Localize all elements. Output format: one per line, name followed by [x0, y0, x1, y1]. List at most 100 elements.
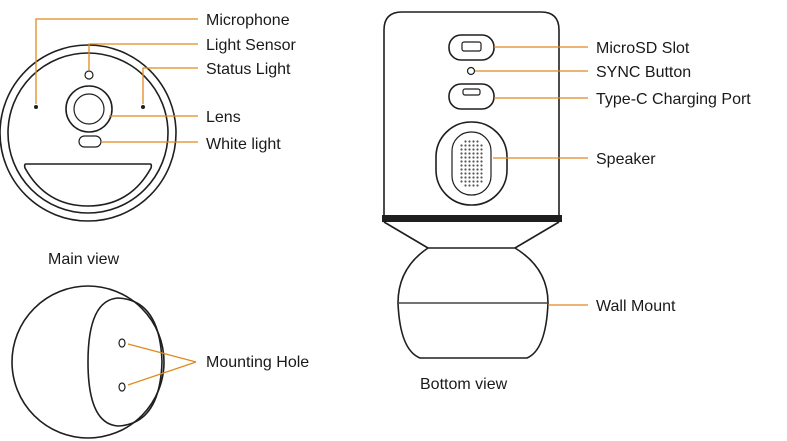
back-view-illustration [11, 285, 165, 439]
speaker-frame [451, 131, 492, 196]
speaker-grille-hole [476, 148, 479, 151]
white-light-label: White light [206, 136, 281, 153]
speaker-grille-hole [476, 180, 479, 183]
status-light-leader [142, 67, 198, 104]
speaker-grille-hole [460, 152, 463, 155]
mounting-hole-bottom [118, 382, 126, 392]
speaker-grille-hole [460, 176, 463, 179]
speaker-label: Speaker [596, 151, 656, 168]
microsd-label: MicroSD Slot [596, 40, 690, 57]
speaker-grille-hole [480, 144, 483, 147]
light-sensor-leader [88, 43, 198, 70]
speaker-grille-hole [468, 144, 471, 147]
speaker-grille-hole [472, 152, 475, 155]
speaker-grille-hole [460, 164, 463, 167]
speaker-grille-hole [468, 168, 471, 171]
speaker-grille-hole [480, 176, 483, 179]
lens-label: Lens [206, 109, 241, 126]
speaker-grille-hole [468, 184, 471, 187]
light-sensor-label: Light Sensor [206, 37, 297, 54]
speaker-grille-hole [472, 176, 475, 179]
speaker-grille-hole [460, 144, 463, 147]
speaker-grille-hole [464, 156, 467, 159]
speaker-grille-hole [472, 148, 475, 151]
speaker-grille-hole [476, 160, 479, 163]
speaker-grille-hole [476, 168, 479, 171]
main-view-illustration [0, 44, 177, 222]
status-light-dot [141, 105, 145, 109]
lens-outer [65, 85, 113, 133]
speaker-grille-hole [476, 184, 479, 187]
speaker-grille-hole [480, 180, 483, 183]
speaker-grille-hole [468, 156, 471, 159]
camera-outer-ring [0, 44, 177, 222]
speaker-grille-hole [472, 184, 475, 187]
speaker-grille-hole [468, 160, 471, 163]
speaker-grille-hole [464, 172, 467, 175]
speaker-grille-hole [480, 152, 483, 155]
wall-mount-label: Wall Mount [596, 298, 676, 315]
speaker-grille-hole [476, 164, 479, 167]
speaker-grille-hole [460, 168, 463, 171]
back-view-leaders [127, 343, 197, 386]
microphone-hole [34, 105, 38, 109]
speaker-grille-hole [472, 164, 475, 167]
bottom-view-leaders [475, 46, 588, 306]
speaker-grille-hole [472, 168, 475, 171]
speaker-grille-hole [480, 156, 483, 159]
status-light-label: Status Light [206, 61, 291, 78]
speaker-grille [460, 140, 483, 187]
speaker-grille-hole [476, 140, 479, 143]
speaker-grille-hole [460, 148, 463, 151]
mounting-hole-label: Mounting Hole [206, 354, 309, 371]
speaker-grille-hole [468, 148, 471, 151]
type-c-label: Type-C Charging Port [596, 91, 751, 108]
speaker-grille-hole [464, 148, 467, 151]
speaker-grille-hole [476, 172, 479, 175]
mounting-hole-leader-top [127, 343, 197, 363]
main-view-leaders [35, 18, 198, 143]
speaker-grille-hole [468, 180, 471, 183]
speaker-grille-hole [472, 180, 475, 183]
speaker-housing [435, 121, 508, 206]
sync-label: SYNC Button [596, 64, 691, 81]
speaker-grille-hole [464, 164, 467, 167]
speaker-grille-hole [468, 172, 471, 175]
speaker-grille-hole [480, 168, 483, 171]
speaker-grille-hole [464, 152, 467, 155]
base-band [382, 215, 562, 222]
microsd-slot [448, 34, 495, 61]
microsd-slot-inner [461, 41, 482, 52]
microphone-leader [35, 18, 198, 104]
bottom-view-caption: Bottom view [420, 376, 508, 393]
mounting-hole-top [118, 338, 126, 348]
speaker-grille-hole [476, 144, 479, 147]
wall-mount-ball [397, 247, 549, 359]
sync-button [466, 66, 476, 76]
speaker-grille-hole [476, 176, 479, 179]
speaker-grille-hole [468, 152, 471, 155]
speaker-grille-hole [464, 180, 467, 183]
speaker-grille-hole [464, 184, 467, 187]
speaker-grille-hole [468, 164, 471, 167]
speaker-grille-hole [460, 160, 463, 163]
speaker-grille-hole [480, 172, 483, 175]
speaker-grille-hole [472, 160, 475, 163]
speaker-grille-hole [468, 176, 471, 179]
back-outer-body [11, 285, 165, 439]
speaker-grille-hole [464, 160, 467, 163]
speaker-grille-hole [460, 180, 463, 183]
speaker-grille-hole [464, 168, 467, 171]
speaker-grille-hole [468, 140, 471, 143]
pir-window [23, 163, 153, 207]
speaker-grille-hole [472, 144, 475, 147]
speaker-grille-hole [464, 140, 467, 143]
mounting-hole-leader-bottom [127, 361, 197, 386]
speaker-grille-hole [460, 156, 463, 159]
bottom-view-body [383, 11, 560, 217]
light-sensor-dot [84, 70, 94, 80]
microphone-label: Microphone [206, 12, 290, 29]
mount-neck [383, 221, 560, 249]
white-light-pill [78, 135, 102, 148]
